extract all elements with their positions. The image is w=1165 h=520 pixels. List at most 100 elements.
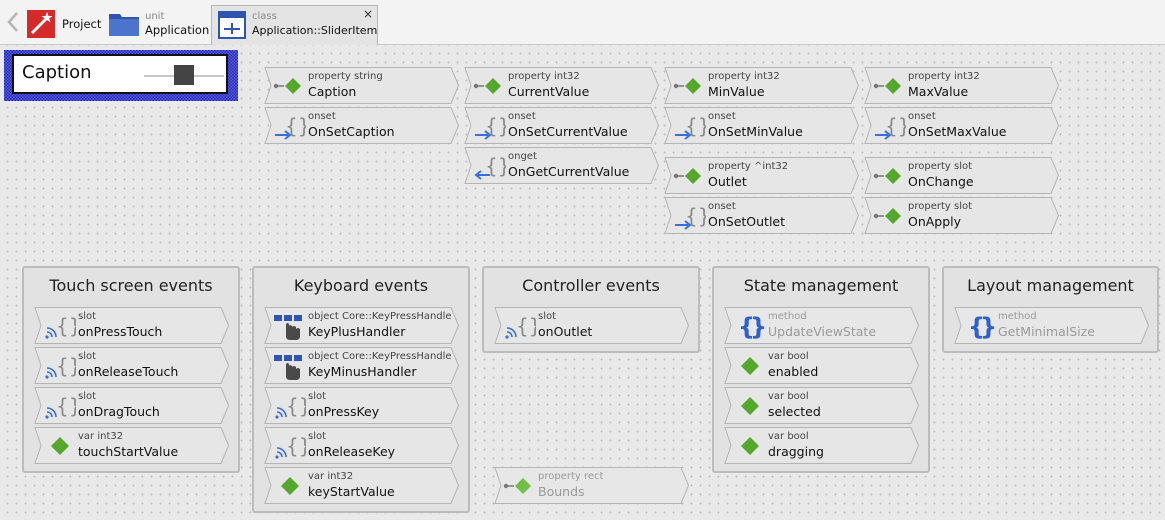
preview-frame: Caption bbox=[12, 54, 228, 94]
property-diamond-icon bbox=[873, 208, 901, 224]
member-brick bbox=[264, 307, 459, 344]
member-kind: property string bbox=[308, 71, 383, 82]
member-name: onPressKey bbox=[308, 404, 380, 419]
member-name: touchStartValue bbox=[78, 444, 179, 459]
member-brick bbox=[724, 427, 919, 464]
member-brick bbox=[864, 67, 1059, 104]
member-kind: property int32 bbox=[708, 71, 780, 82]
property-diamond-icon bbox=[273, 78, 301, 94]
property-diamond-icon bbox=[873, 78, 901, 94]
variable-diamond-icon bbox=[281, 477, 299, 495]
member-name: onDragTouch bbox=[78, 404, 160, 419]
group-title: Keyboard events bbox=[293, 276, 429, 295]
member-name: GetMinimalSize bbox=[998, 324, 1095, 339]
breadcrumb-unit[interactable]: unit Application bbox=[108, 5, 209, 43]
back-arrow-icon[interactable] bbox=[6, 11, 20, 33]
group-title: Touch screen events bbox=[49, 276, 213, 295]
svg-text:{}: {} bbox=[56, 354, 76, 378]
onset-method-icon: {} bbox=[675, 204, 706, 230]
navigation-bar: Project unit Application class Applicati… bbox=[0, 0, 1165, 45]
svg-text:{}: {} bbox=[56, 314, 76, 338]
member-brick bbox=[724, 347, 919, 384]
svg-text:{}: {} bbox=[516, 314, 536, 338]
property-diamond-icon bbox=[673, 78, 701, 94]
member-brick bbox=[954, 307, 1149, 344]
svg-text:{: { bbox=[968, 313, 985, 340]
member-kind: slot bbox=[78, 311, 97, 322]
slot-method-icon: {} bbox=[45, 314, 76, 339]
tab-class-slideritem[interactable]: class Application::SliderItem × bbox=[211, 5, 378, 45]
member-name: MinValue bbox=[708, 84, 765, 99]
member-brick bbox=[724, 307, 919, 344]
member-kind: onset bbox=[308, 111, 336, 122]
member-name: enabled bbox=[768, 364, 819, 379]
member-name: MaxValue bbox=[908, 84, 969, 99]
member-name: onOutlet bbox=[538, 324, 593, 339]
member-kind: onset bbox=[508, 111, 536, 122]
svg-text:{}: {} bbox=[685, 114, 706, 138]
member-brick bbox=[34, 307, 229, 344]
breadcrumb-label: Project bbox=[62, 16, 102, 31]
project-wand-icon bbox=[27, 10, 55, 38]
member-kind: onset bbox=[708, 201, 736, 212]
member-brick bbox=[34, 347, 229, 384]
member-kind: slot bbox=[78, 391, 97, 402]
member-kind: property slot bbox=[908, 161, 973, 172]
group-title: Controller events bbox=[522, 276, 660, 295]
member-brick bbox=[264, 107, 459, 144]
member-name: selected bbox=[768, 404, 821, 419]
member-name: dragging bbox=[768, 444, 824, 459]
breadcrumb-kind: unit bbox=[145, 10, 165, 22]
property-diamond-icon bbox=[873, 168, 901, 184]
member-kind: property rect bbox=[538, 471, 604, 482]
variable-diamond-icon bbox=[741, 357, 759, 375]
breadcrumb-project[interactable]: Project bbox=[26, 5, 101, 43]
member-name: CurrentValue bbox=[508, 84, 590, 99]
tab-kind: class bbox=[252, 11, 277, 22]
slider-item-preview[interactable]: Caption bbox=[4, 50, 238, 101]
member-brick bbox=[864, 157, 1059, 194]
member-brick bbox=[264, 427, 459, 464]
member-kind: object Core::KeyPressHandler bbox=[308, 311, 451, 322]
slot-method-icon: {} bbox=[45, 394, 76, 419]
member-name: KeyMinusHandler bbox=[308, 364, 417, 379]
breadcrumb-label: Application bbox=[145, 22, 210, 37]
slot-method-icon: {} bbox=[45, 354, 76, 379]
close-tab-icon[interactable]: × bbox=[362, 7, 373, 21]
svg-text:{}: {} bbox=[285, 114, 306, 138]
member-kind: method bbox=[998, 311, 1037, 322]
member-brick bbox=[664, 157, 859, 194]
svg-text:{}: {} bbox=[685, 204, 706, 228]
member-name: Outlet bbox=[708, 174, 747, 189]
member-name: OnSetCurrentValue bbox=[508, 124, 628, 139]
member-on-drag-touch[interactable]: {}slot onDragTouch bbox=[34, 387, 229, 424]
